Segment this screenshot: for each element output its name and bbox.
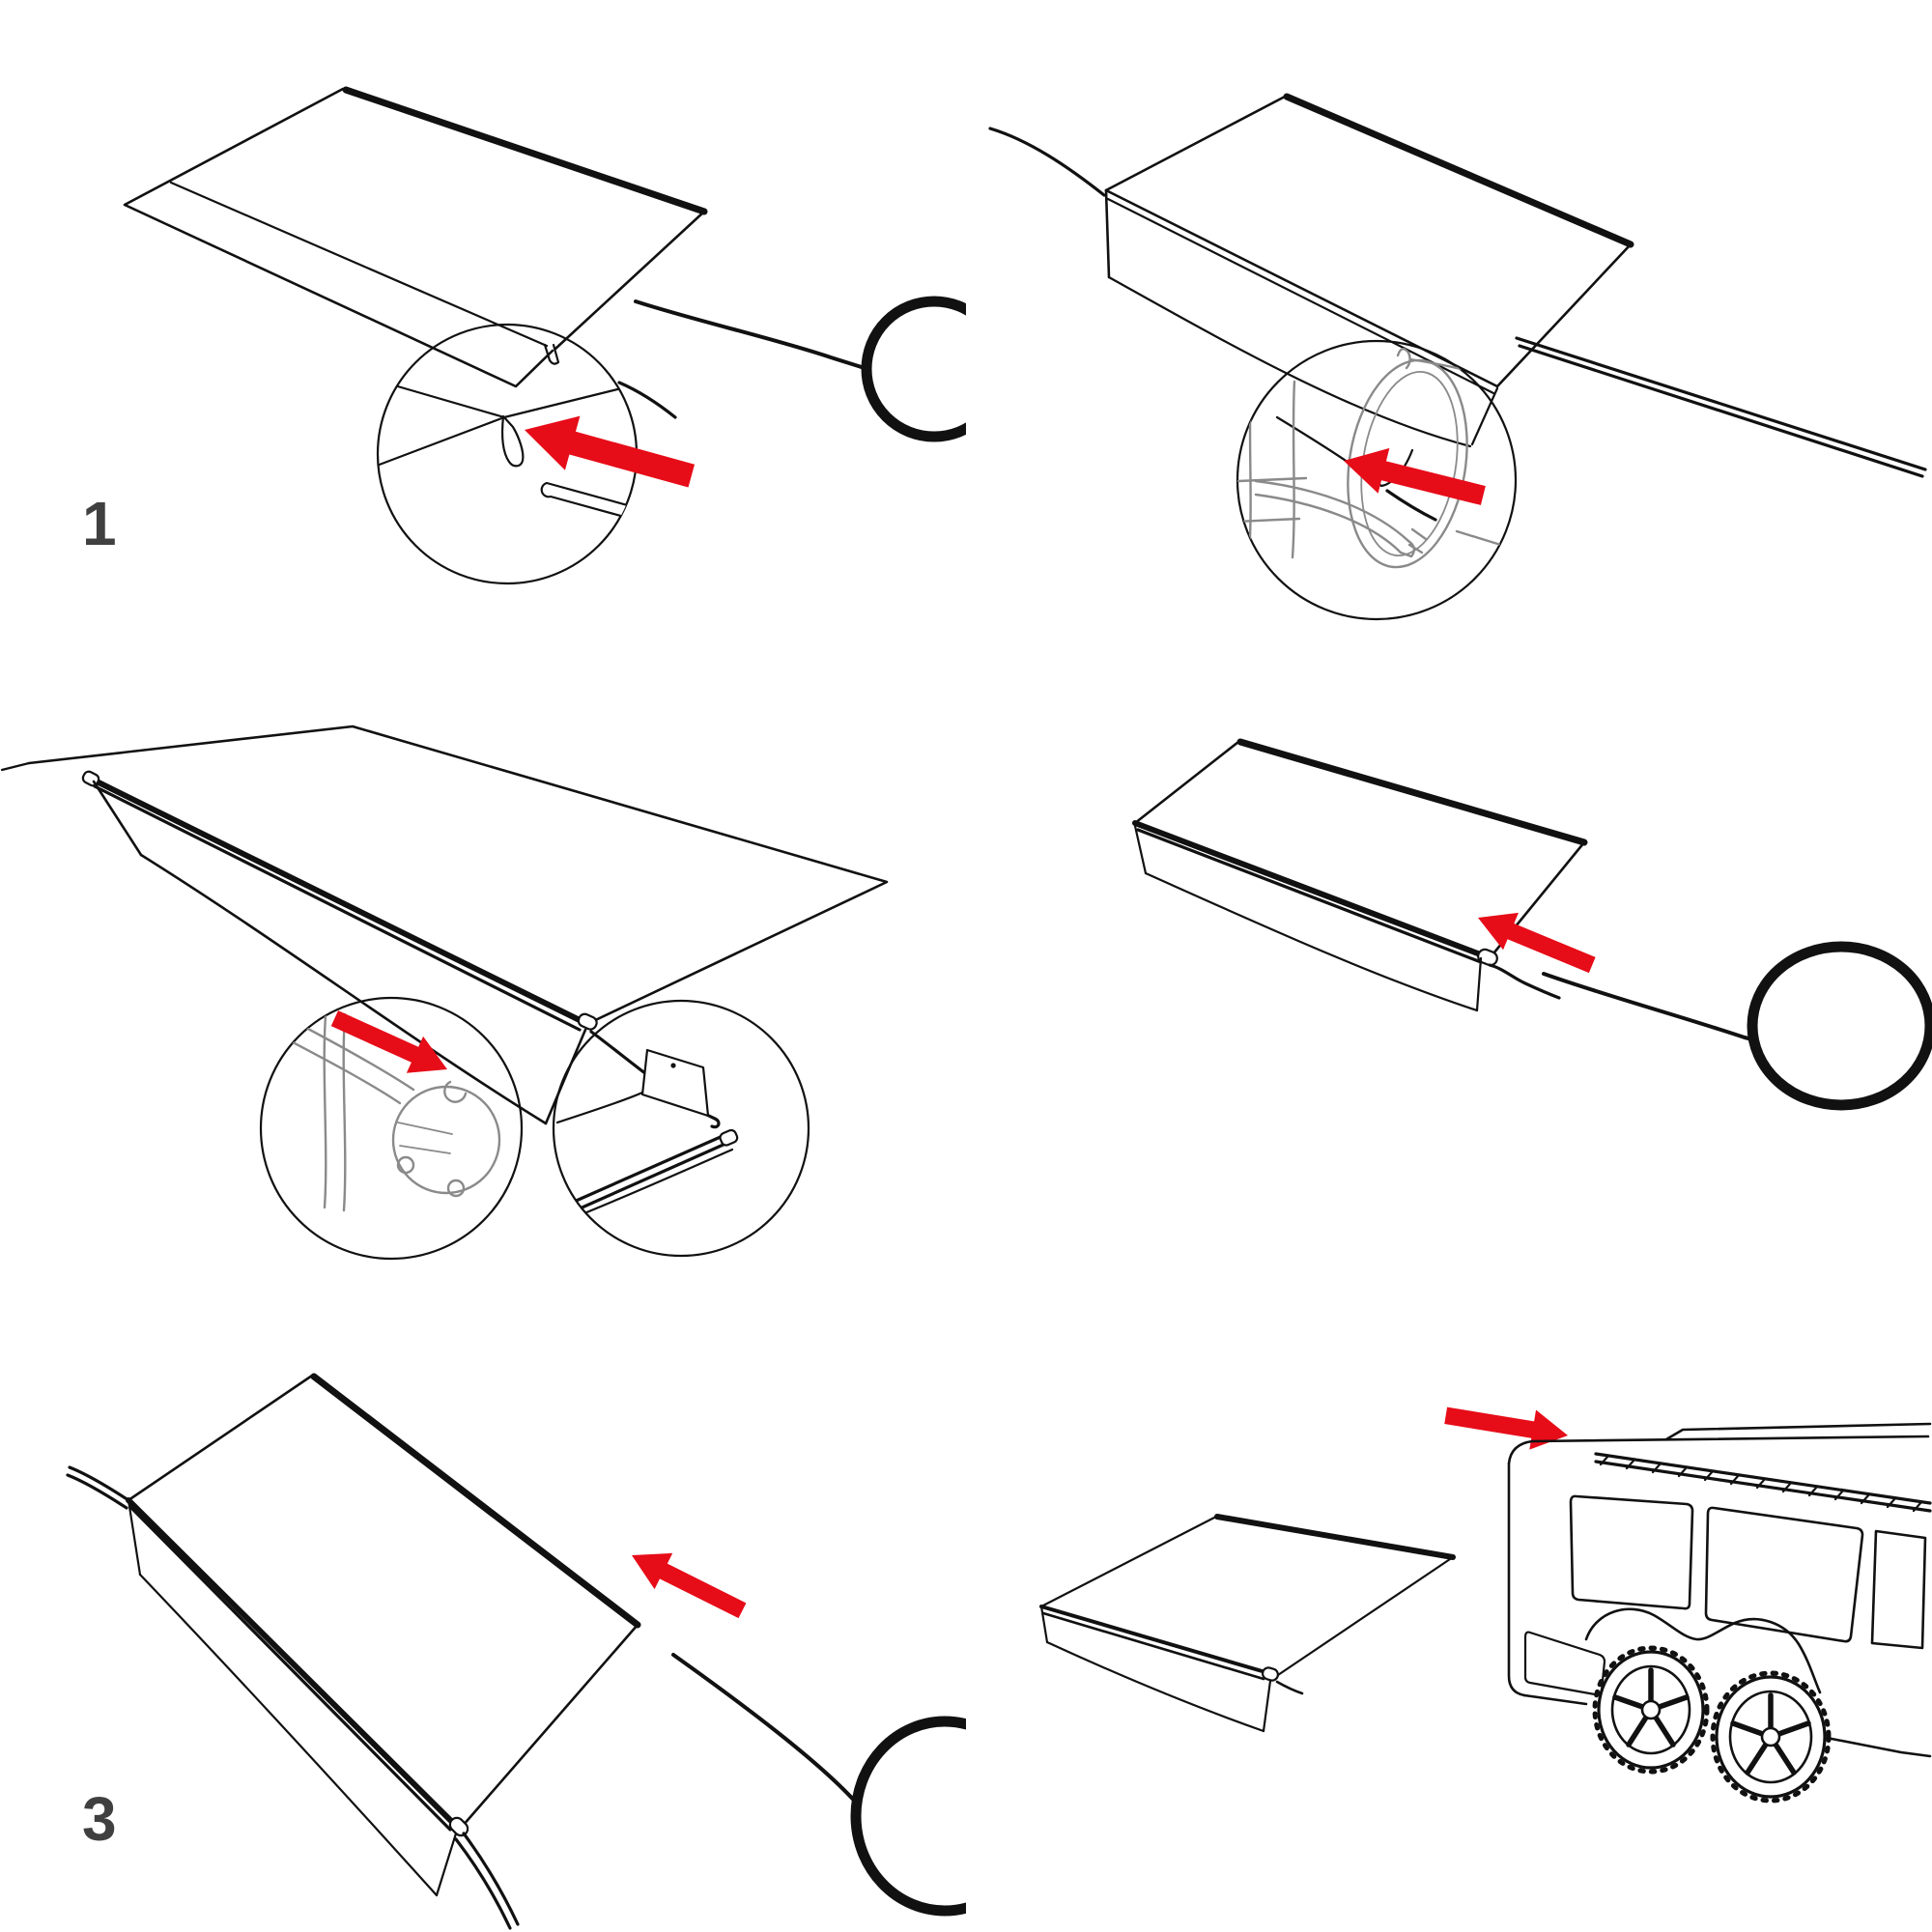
direction-arrow-icon	[1444, 1406, 1568, 1450]
direction-arrow-icon	[1478, 912, 1596, 974]
cord-stub	[1488, 963, 1561, 1000]
direction-arrow-icon	[525, 415, 696, 488]
step-number: 3	[82, 1784, 117, 1854]
caravan-roof-step	[1664, 1422, 1932, 1441]
roller-tube	[126, 1497, 457, 1827]
step-4-illustration	[1132, 738, 1932, 1111]
rim	[1610, 1664, 1691, 1755]
step-6-illustration	[1039, 1406, 1932, 1804]
magnified-detail-circle-icon	[259, 996, 524, 1261]
fabric-notch	[543, 343, 560, 365]
bracket-hole	[670, 1063, 676, 1068]
step-number: 1	[82, 489, 117, 558]
wheel-arch	[1584, 1607, 1822, 1694]
step-3-panel: 3	[0, 638, 966, 1850]
lead-rail	[563, 1134, 724, 1208]
roller-tube	[1039, 1605, 1267, 1674]
groove-notch	[1396, 348, 1411, 370]
caravan-front-edge	[1507, 1462, 1526, 1697]
cord-stub	[1275, 1680, 1304, 1695]
fabric-face-bottom	[1107, 275, 1472, 448]
tire-tread	[1592, 1645, 1710, 1775]
direction-arrow-icon	[632, 1552, 747, 1619]
magnified-detail-circle-icon	[552, 999, 810, 1258]
caravan-bottom	[1522, 1693, 1588, 1706]
kador-cord	[988, 127, 1106, 197]
hub	[1760, 1726, 1781, 1747]
caravan-roof	[1507, 1435, 1930, 1465]
tension-rod	[1515, 336, 1927, 478]
notch-flap	[501, 414, 525, 468]
detail-rail-bracket-view	[555, 1048, 739, 1221]
wheel	[1710, 1670, 1832, 1804]
fabric-lead-edge	[342, 86, 708, 215]
magnified-detail-circle-icon	[1236, 339, 1518, 621]
wheel	[1592, 1645, 1710, 1775]
awning-assembly	[1039, 1514, 1456, 1733]
rim	[1728, 1690, 1813, 1784]
kador-groove	[443, 1080, 468, 1103]
fabric-lead-edge	[1214, 1514, 1456, 1560]
hub	[1640, 1699, 1662, 1720]
fabric-fold-line	[169, 181, 549, 348]
roller-end-cap	[1261, 1666, 1280, 1682]
direction-arrow-icon	[1344, 447, 1486, 505]
rail-end-cap	[719, 1128, 739, 1147]
caravan-window	[1704, 1506, 1864, 1643]
step-5-panel: 5	[0, 1294, 966, 1932]
cord-pull-loop-icon	[850, 1716, 966, 1917]
step-2-illustration	[988, 93, 1927, 621]
fabric-lead-edge	[310, 1373, 641, 1629]
cord-pull-loop-icon	[1747, 941, 1932, 1111]
fabric-edge	[323, 1014, 327, 1209]
pull-cord	[671, 1653, 860, 1806]
fabric-sheet	[66, 1373, 641, 1930]
fabric-sheet	[123, 86, 708, 388]
mounting-bracket	[640, 1048, 710, 1118]
detail-notch-view	[378, 373, 637, 535]
fabric-sheet	[1132, 738, 1588, 1012]
fabric-sheet	[988, 93, 1634, 522]
step-2-panel: 2	[966, 0, 1932, 638]
step-3-illustration	[0, 724, 889, 1261]
roller-tube	[1132, 820, 1486, 958]
pull-cord	[1542, 972, 1754, 1041]
valance-bottom	[139, 853, 548, 1125]
awning-rail	[1594, 1452, 1932, 1513]
step-1-panel: 1	[0, 0, 966, 638]
fabric-lead-edge	[1283, 93, 1634, 248]
spokes	[1730, 1692, 1811, 1776]
valance-left-edge	[92, 780, 143, 857]
cord-stub	[462, 1832, 520, 1926]
fabric-edge	[1247, 384, 1253, 557]
tire-tread	[1710, 1670, 1832, 1804]
valance-bottom	[1144, 871, 1479, 1012]
step-1-illustration	[123, 86, 966, 585]
step-4-panel: 4	[966, 638, 1932, 1294]
step-6-panel: 6	[966, 1294, 1932, 1932]
valance-bottom	[138, 1573, 439, 1897]
roller-end-cap	[448, 1816, 469, 1837]
kador-cord	[68, 1465, 130, 1502]
valance-bottom	[1045, 1640, 1265, 1733]
cord-strap	[1254, 479, 1410, 543]
caravan	[1507, 1422, 1932, 1804]
fabric-lead-edge	[1236, 738, 1588, 846]
pull-cord	[634, 299, 867, 370]
direction-arrow-icon	[330, 1010, 447, 1073]
caravan-window-partial	[1870, 1529, 1927, 1650]
roller-end-cap	[1477, 948, 1498, 967]
groove-slot	[1407, 527, 1428, 554]
step-5-illustration	[66, 1373, 966, 1930]
caravan-window	[1569, 1494, 1694, 1610]
cord-stub	[1385, 489, 1437, 522]
roller-tube	[88, 776, 586, 1025]
rod-pocket-slot	[540, 481, 637, 535]
tube-profile	[391, 1085, 501, 1195]
cord-stub	[617, 381, 677, 419]
roller-end-cap	[577, 1012, 598, 1031]
spokes	[1612, 1667, 1690, 1747]
cord-pull-loop-icon	[861, 296, 966, 442]
storage-hatch	[1523, 1631, 1606, 1696]
